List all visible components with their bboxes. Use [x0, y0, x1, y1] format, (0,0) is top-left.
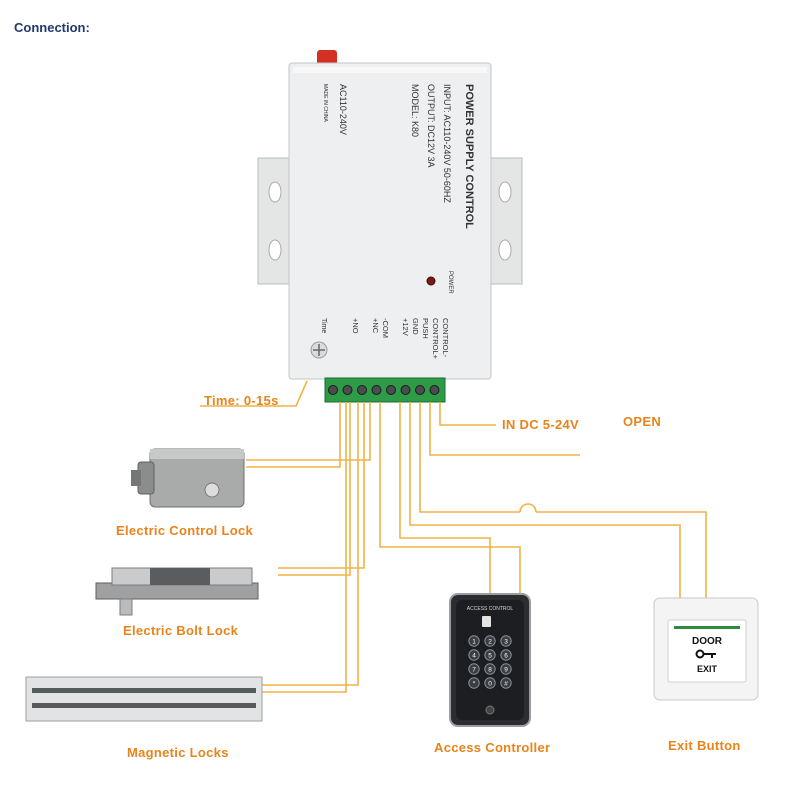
electric-control-lock-label: Electric Control Lock [116, 523, 254, 538]
keypad-key-label: # [504, 681, 508, 688]
left-mount-flange [257, 157, 293, 285]
terminal-screw-icon [429, 385, 440, 395]
terminal-screws [328, 385, 440, 395]
keypad: 1 2 3 4 5 6 7 8 9 * 0 # [468, 635, 512, 689]
terminal-label: +12V [401, 318, 410, 336]
keypad-key-label: 8 [488, 667, 492, 674]
keypad-key-label: 6 [504, 653, 508, 660]
keypad-key [468, 677, 480, 689]
electric-bolt-lock-label: Electric Bolt Lock [123, 623, 239, 638]
in-dc-label: IN DC 5-24V [502, 417, 579, 432]
terminal-screw-icon [415, 385, 425, 395]
electric-control-lock-icon [131, 448, 245, 508]
psu-made-in: MADE IN CHINA [322, 84, 328, 122]
keypad-key-label: 5 [488, 653, 492, 660]
keypad-key-label: * [473, 681, 476, 688]
terminal-label: GND [411, 318, 420, 335]
psu-title: POWER SUPPLY CONTROL [463, 84, 475, 229]
wire-no-ecl [246, 402, 341, 468]
time-range-label: Time: 0-15s [204, 393, 279, 408]
keypad-key [468, 649, 480, 661]
keypad-key-label: 1 [472, 639, 476, 646]
terminal-screw-icon [342, 385, 353, 395]
keypad-key [484, 635, 496, 647]
wire-nc-bolt [278, 402, 365, 569]
wire-mag-b [260, 402, 347, 693]
access-controller-icon: ACCESS CONTROL 1 2 3 4 5 6 7 8 9 * 0 # [449, 593, 531, 727]
terminal-label: +NO [351, 318, 360, 334]
keypad-key-label: 9 [504, 667, 508, 674]
page-heading: Connection: [14, 20, 90, 35]
keypad-key-label: 4 [472, 653, 476, 660]
right-mount-flange [487, 157, 523, 285]
power-led-icon [426, 276, 436, 286]
keypad-key [500, 635, 512, 647]
wire-gnd [409, 402, 681, 600]
psu-input: INPUT: AC110-240V 50-60HZ [442, 84, 452, 203]
exit-button-exit-text: EXIT [697, 664, 718, 674]
access-controller-label: Access Controller [434, 740, 551, 755]
exit-button-icon: DOOR EXIT [653, 597, 759, 701]
keypad-key [500, 677, 512, 689]
keypad-key-label: 2 [488, 639, 492, 646]
exit-button-label: Exit Button [668, 738, 741, 753]
terminal-screw-icon [400, 385, 411, 395]
keypad-key-label: 7 [472, 667, 476, 674]
keypad-key [484, 649, 496, 661]
keypad-key [500, 663, 512, 675]
exit-button-door-text: DOOR [692, 636, 723, 647]
keypad-key [500, 649, 512, 661]
terminal-label: PUSH [421, 318, 430, 339]
terminal-screw-icon [357, 385, 367, 395]
wire-com [379, 402, 521, 598]
wire-mag-a [260, 402, 359, 686]
magnetic-locks-label: Magnetic Locks [127, 745, 229, 760]
terminal-screw-icon [386, 385, 396, 395]
keypad-key [484, 677, 496, 689]
keypad-key-label: 3 [504, 639, 508, 646]
wire-control-minus [439, 402, 496, 426]
electric-bolt-lock-icon [95, 567, 259, 616]
wire-control-plus [429, 402, 580, 456]
terminal-label: CONTROL- [441, 318, 450, 358]
terminal-screw-icon [371, 385, 382, 395]
keypad-key [468, 663, 480, 675]
mount-hole-right-bottom [498, 239, 512, 261]
keypad-key-label: 0 [488, 681, 492, 688]
wire-push-hop [519, 503, 537, 513]
terminal-screw-icon [328, 385, 338, 395]
wire-push-a [419, 402, 520, 513]
open-label: OPEN [623, 414, 662, 429]
terminal-label: -COM [381, 318, 390, 338]
time-pointer-line [200, 380, 308, 407]
access-controller-brand: ACCESS CONTROL [467, 606, 514, 612]
mount-hole-left-bottom [268, 239, 282, 261]
psu-output: OUTPUT: DC12V 3A [426, 84, 436, 168]
terminal-label: CONTROL+ [431, 318, 440, 360]
power-led-label: POWER [447, 271, 453, 294]
psu-model: MODEL: K80 [410, 84, 420, 137]
magnetic-lock-icon [25, 676, 263, 722]
terminal-label: +NC [371, 318, 380, 334]
wiring [200, 380, 707, 693]
mount-hole-right-top [498, 181, 512, 203]
wire-12v [399, 402, 491, 598]
wire-nc-ecl [246, 402, 371, 461]
mount-hole-left-top [268, 181, 282, 203]
psu-ac-rating: AC110-240V [338, 84, 348, 135]
time-knob-label: Time [320, 318, 327, 333]
wire-no-bolt [278, 402, 351, 576]
wire-push-b [536, 511, 707, 600]
power-supply-unit: POWER SUPPLY CONTROL INPUT: AC110-240V 5… [257, 50, 523, 403]
keypad-key [468, 635, 480, 647]
red-cable-gland [317, 50, 337, 66]
keypad-key [484, 663, 496, 675]
